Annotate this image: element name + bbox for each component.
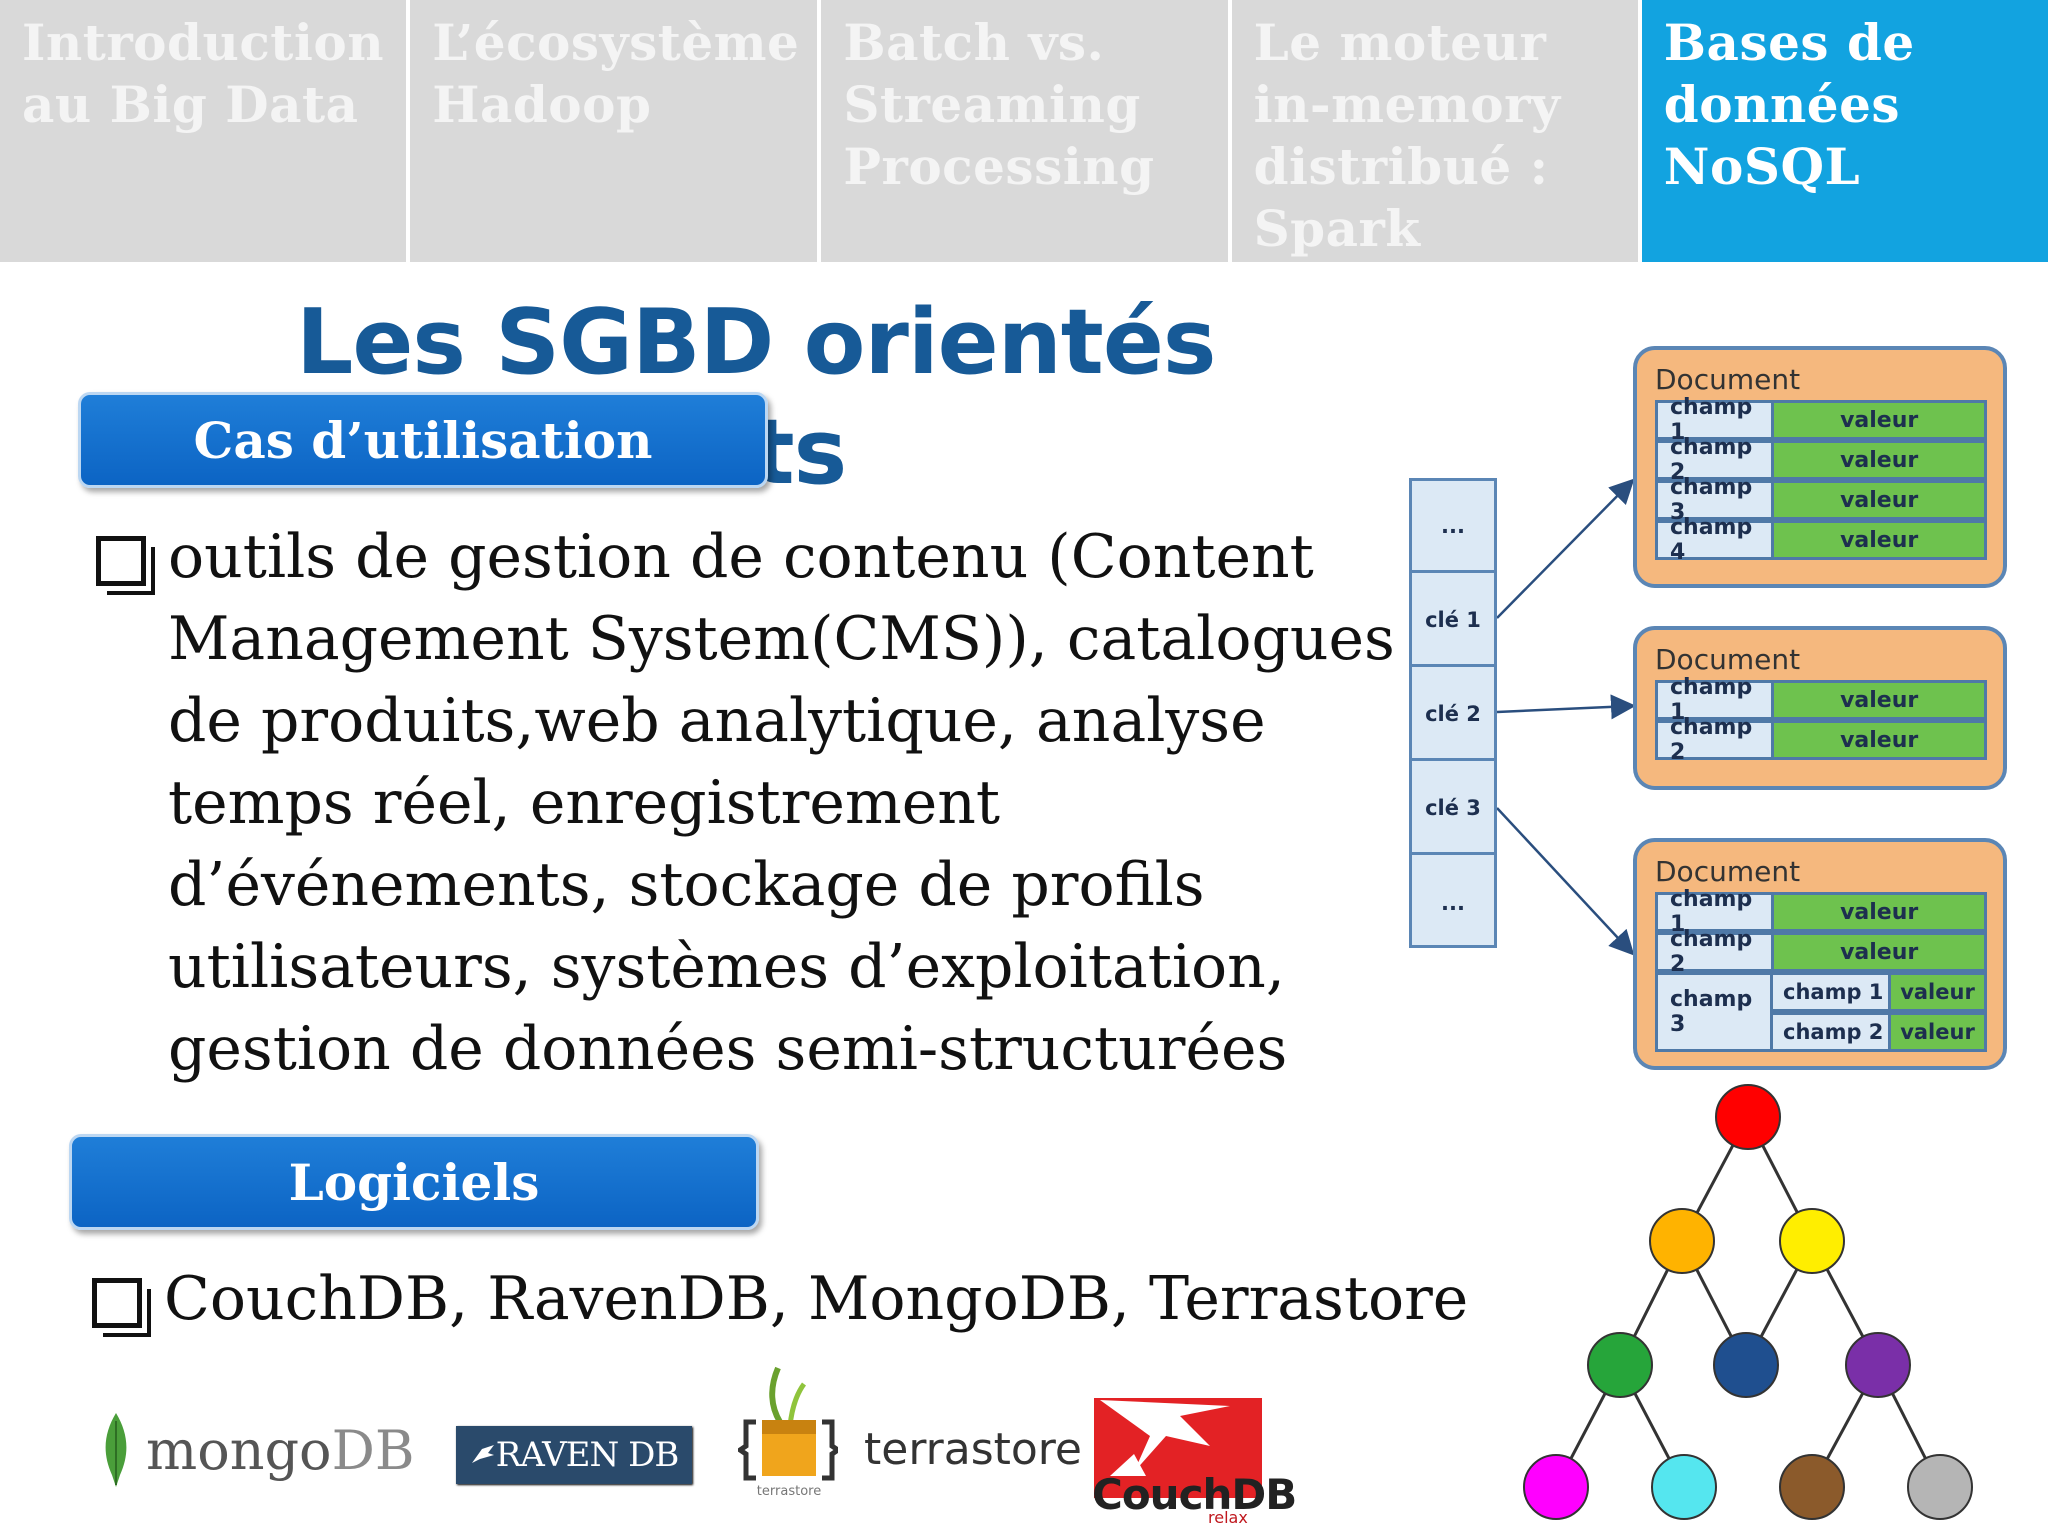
field-value: valeur <box>1774 440 1987 480</box>
ravendb-logo: RAVEN DB <box>456 1426 692 1484</box>
tree-node-leaf <box>1523 1454 1589 1520</box>
software-text: CouchDB, RavenDB, MongoDB, Terrastore <box>164 1264 1469 1334</box>
use-cases-text: outils de gestion de contenu (Content Ma… <box>168 522 1395 1084</box>
tab-label: Batch vs. Streaming Processing <box>843 13 1155 196</box>
sub-field-value: valeur <box>1891 1012 1987 1052</box>
tree-node-leaf <box>1651 1454 1717 1520</box>
software-header: Logiciels <box>69 1134 759 1230</box>
use-cases-bullet: outils de gestion de contenu (Content Ma… <box>96 516 1396 1090</box>
field-name: champ 3 <box>1655 475 1775 525</box>
document-label: Document <box>1655 363 1801 396</box>
section-tabs: Introduction au Big Data L’écosystème Ha… <box>0 0 2048 262</box>
tab-label: L’écosystème Hadoop <box>432 13 800 134</box>
tab-label: Le moteur in-memory distribué : Spark <box>1253 13 1561 258</box>
field-name: champ 2 <box>1655 927 1775 977</box>
checkbox-bullet-icon <box>92 1278 151 1337</box>
field-value: valeur <box>1774 480 1987 520</box>
field-name: champ 1 <box>1655 887 1775 937</box>
field-name: champ 2 <box>1655 435 1775 485</box>
key-cell: clé 1 <box>1412 575 1494 667</box>
key-cell: clé 3 <box>1412 763 1494 855</box>
tree-node <box>1845 1332 1911 1398</box>
field-value: valeur <box>1774 520 1987 560</box>
field-value: valeur <box>1774 400 1987 440</box>
tree-node-root <box>1715 1084 1781 1150</box>
tab-ecosysteme-hadoop[interactable]: L’écosystème Hadoop <box>410 0 822 262</box>
software-bullet: CouchDB, RavenDB, MongoDB, Terrastore <box>92 1258 1492 1340</box>
use-cases-header: Cas d’utilisation <box>78 392 768 488</box>
couchdb-wordmark: CouchDB <box>1092 1470 1297 1519</box>
arrow-key1 <box>1496 478 1635 619</box>
tree-hierarchy-illustration <box>1523 1084 1973 1520</box>
tree-node <box>1649 1208 1715 1274</box>
document-label: Document <box>1655 855 1801 888</box>
field-value: valeur <box>1774 720 1987 760</box>
arrow-key2 <box>1496 694 1636 720</box>
key-cell: ... <box>1441 891 1465 915</box>
field-value: valeur <box>1774 892 1987 932</box>
tree-node-leaf <box>1907 1454 1973 1520</box>
tab-label: Introduction au Big Data <box>22 13 385 134</box>
terrastore-wordmark: terrastore <box>864 1424 1082 1475</box>
couchdb-tagline: relax <box>1208 1508 1248 1527</box>
tab-nosql-active[interactable]: Bases de données NoSQL <box>1641 0 2048 262</box>
sub-field-value: valeur <box>1891 972 1987 1012</box>
raven-icon <box>471 1445 494 1463</box>
tab-spark[interactable]: Le moteur in-memory distribué : Spark <box>1231 0 1642 262</box>
diagram-arrows <box>1496 478 1636 956</box>
couch-icon <box>1094 1398 1262 1498</box>
key-column: ... clé 1 clé 2 clé 3 ... <box>1409 478 1497 948</box>
sub-field-name: champ 1 <box>1773 972 1891 1012</box>
field-value: valeur <box>1774 932 1987 972</box>
tree-node <box>1587 1332 1653 1398</box>
ravendb-wordmark: RAVEN DB <box>495 1435 680 1475</box>
field-value: valeur <box>1774 680 1987 720</box>
arrow-key3 <box>1496 807 1635 956</box>
sprout-box-icon <box>738 1366 838 1481</box>
field-name: champ 3 <box>1655 972 1773 1052</box>
key-cell: clé 2 <box>1412 669 1494 761</box>
tab-batch-vs-streaming[interactable]: Batch vs. Streaming Processing <box>821 0 1232 262</box>
key-cell: ... <box>1412 481 1494 573</box>
leaf-icon <box>105 1413 127 1487</box>
mongodb-wordmark: mongoDB <box>146 1419 415 1482</box>
document-label: Document <box>1655 643 1801 676</box>
field-name: champ 2 <box>1655 715 1775 765</box>
terrastore-caption: terrastore <box>756 1484 822 1499</box>
tab-introduction-big-data[interactable]: Introduction au Big Data <box>0 0 411 262</box>
field-name: champ 1 <box>1655 675 1775 725</box>
document-store-diagram: ... clé 1 clé 2 clé 3 ... Document champ… <box>1395 340 2035 1085</box>
tree-node-leaf <box>1779 1454 1845 1520</box>
tab-label: Bases de données NoSQL <box>1663 13 1915 196</box>
mongodb-logo: mongoDB <box>98 1410 428 1490</box>
mongodb-word: mongo <box>146 1418 332 1482</box>
field-name: champ 4 <box>1655 515 1775 565</box>
tree-node <box>1779 1208 1845 1274</box>
sub-field-name: champ 2 <box>1773 1012 1891 1052</box>
checkbox-bullet-icon <box>96 536 155 595</box>
tree-node <box>1713 1332 1779 1398</box>
mongodb-suffix: DB <box>331 1418 415 1482</box>
field-name: champ 1 <box>1655 395 1775 445</box>
